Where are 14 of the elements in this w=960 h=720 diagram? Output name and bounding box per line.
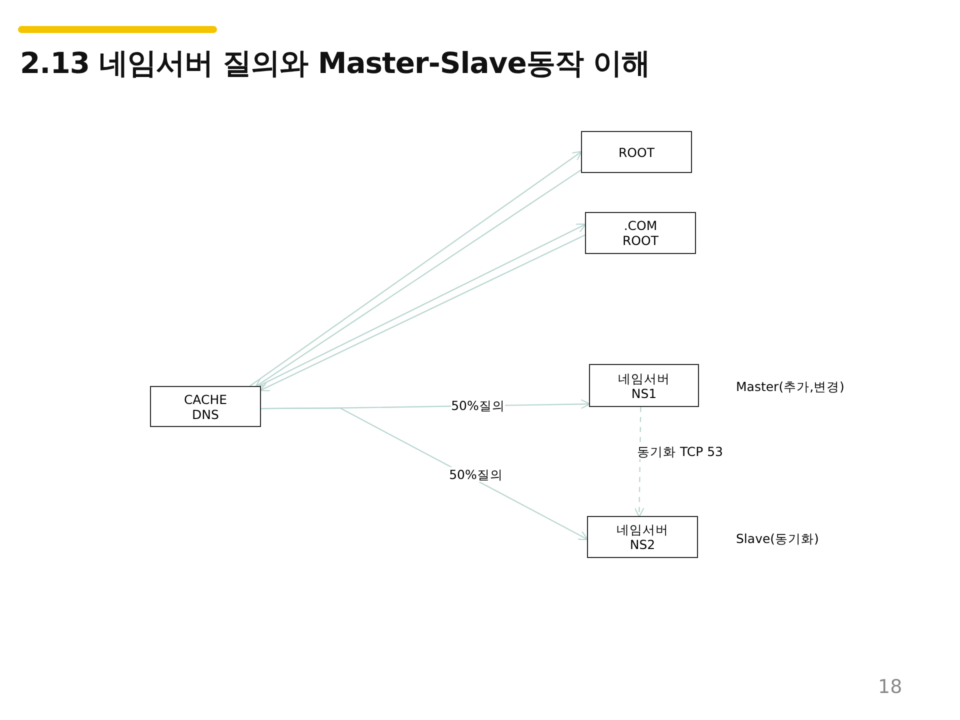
server-box: CACHE DNS bbox=[150, 386, 261, 427]
server-box: 네임서버 NS1 bbox=[589, 364, 699, 407]
arrow bbox=[634, 407, 644, 518]
arrow bbox=[261, 407, 588, 540]
edge-label: 50%질의 bbox=[451, 398, 505, 413]
title: 2.13 네임서버 질의와 Master-Slave동작 이해 bbox=[20, 45, 650, 82]
server-box: ROOT bbox=[581, 131, 692, 173]
server-box: .COM ROOT bbox=[585, 212, 696, 254]
edge-label: 50%질의 bbox=[449, 467, 503, 482]
page-number: 18 bbox=[878, 676, 902, 698]
role-note: Master(추가,변경) bbox=[736, 379, 844, 396]
role-note: Slave(동기화) bbox=[736, 531, 819, 548]
server-box: 네임서버 NS2 bbox=[587, 516, 698, 558]
edge-label: 동기화 TCP 53 bbox=[636, 444, 724, 459]
